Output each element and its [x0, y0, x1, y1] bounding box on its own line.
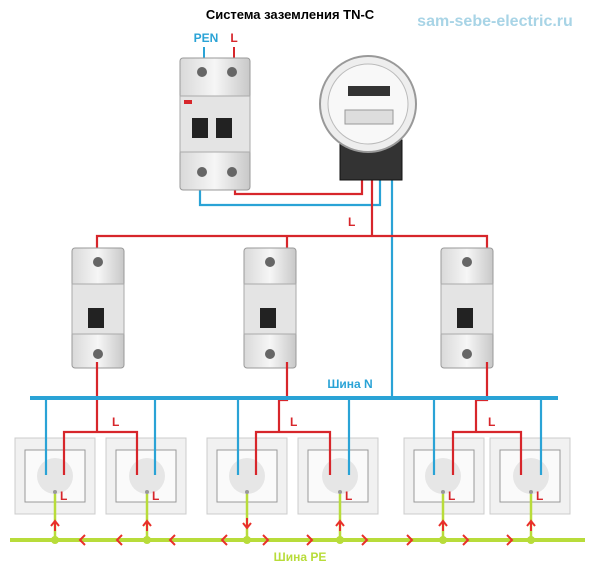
arrow-icon [406, 534, 414, 546]
breaker-3 [440, 247, 494, 369]
l-socket-label-4: L [448, 489, 455, 503]
l-group-label-1: L [112, 415, 119, 429]
arrow-icon [168, 534, 176, 546]
l-input-label: L [230, 31, 237, 45]
pe-junction [143, 536, 151, 544]
pe-wiring [50, 494, 536, 546]
l-socket-label-2: L [152, 489, 159, 503]
pen-label: PEN [194, 31, 219, 45]
l-socket-label-5: L [536, 489, 543, 503]
socket-face [129, 458, 165, 494]
arrow-icon [220, 534, 228, 546]
arrow-icon [306, 534, 314, 546]
socket-4 [297, 437, 379, 515]
sockets [14, 437, 571, 515]
ground-terminal [53, 490, 57, 494]
watermark: sam-sebe-electric.ru [417, 13, 573, 30]
main-wiring [95, 178, 489, 398]
pe-junction [527, 536, 535, 544]
arrow-icon [361, 534, 369, 546]
pe-junction [51, 536, 59, 544]
socket-face [425, 458, 461, 494]
breaker-2 [243, 247, 297, 369]
ground-terminal [529, 490, 533, 494]
bus-n-label: Шина N [327, 377, 372, 391]
socket-face [513, 458, 549, 494]
electric-meter [319, 55, 417, 181]
diagram-title: Система заземления TN-C [206, 7, 375, 22]
l-socket-label-1: L [60, 489, 67, 503]
l-meter-label: L [348, 215, 355, 229]
bus-pe-label: Шина PE [274, 550, 327, 564]
arrow-icon [78, 534, 86, 546]
arrow-icon [462, 534, 470, 546]
socket-6 [489, 437, 571, 515]
pe-junction [439, 536, 447, 544]
l-socket-label-3: L [345, 489, 352, 503]
socket-face [322, 458, 358, 494]
main-breaker-2pole [179, 57, 251, 191]
breaker-1 [71, 247, 125, 369]
pe-junction [336, 536, 344, 544]
pe-junction [243, 536, 251, 544]
arrow-icon [506, 534, 514, 546]
socket-face [229, 458, 265, 494]
ground-terminal [441, 490, 445, 494]
arrow-icon [115, 534, 123, 546]
group-breakers [71, 247, 494, 369]
l-group-label-3: L [488, 415, 495, 429]
ground-terminal [145, 490, 149, 494]
arrow-icon [262, 534, 270, 546]
socket-face [37, 458, 73, 494]
ground-terminal [245, 490, 249, 494]
l-group-label-2: L [290, 415, 297, 429]
ground-terminal [338, 490, 342, 494]
